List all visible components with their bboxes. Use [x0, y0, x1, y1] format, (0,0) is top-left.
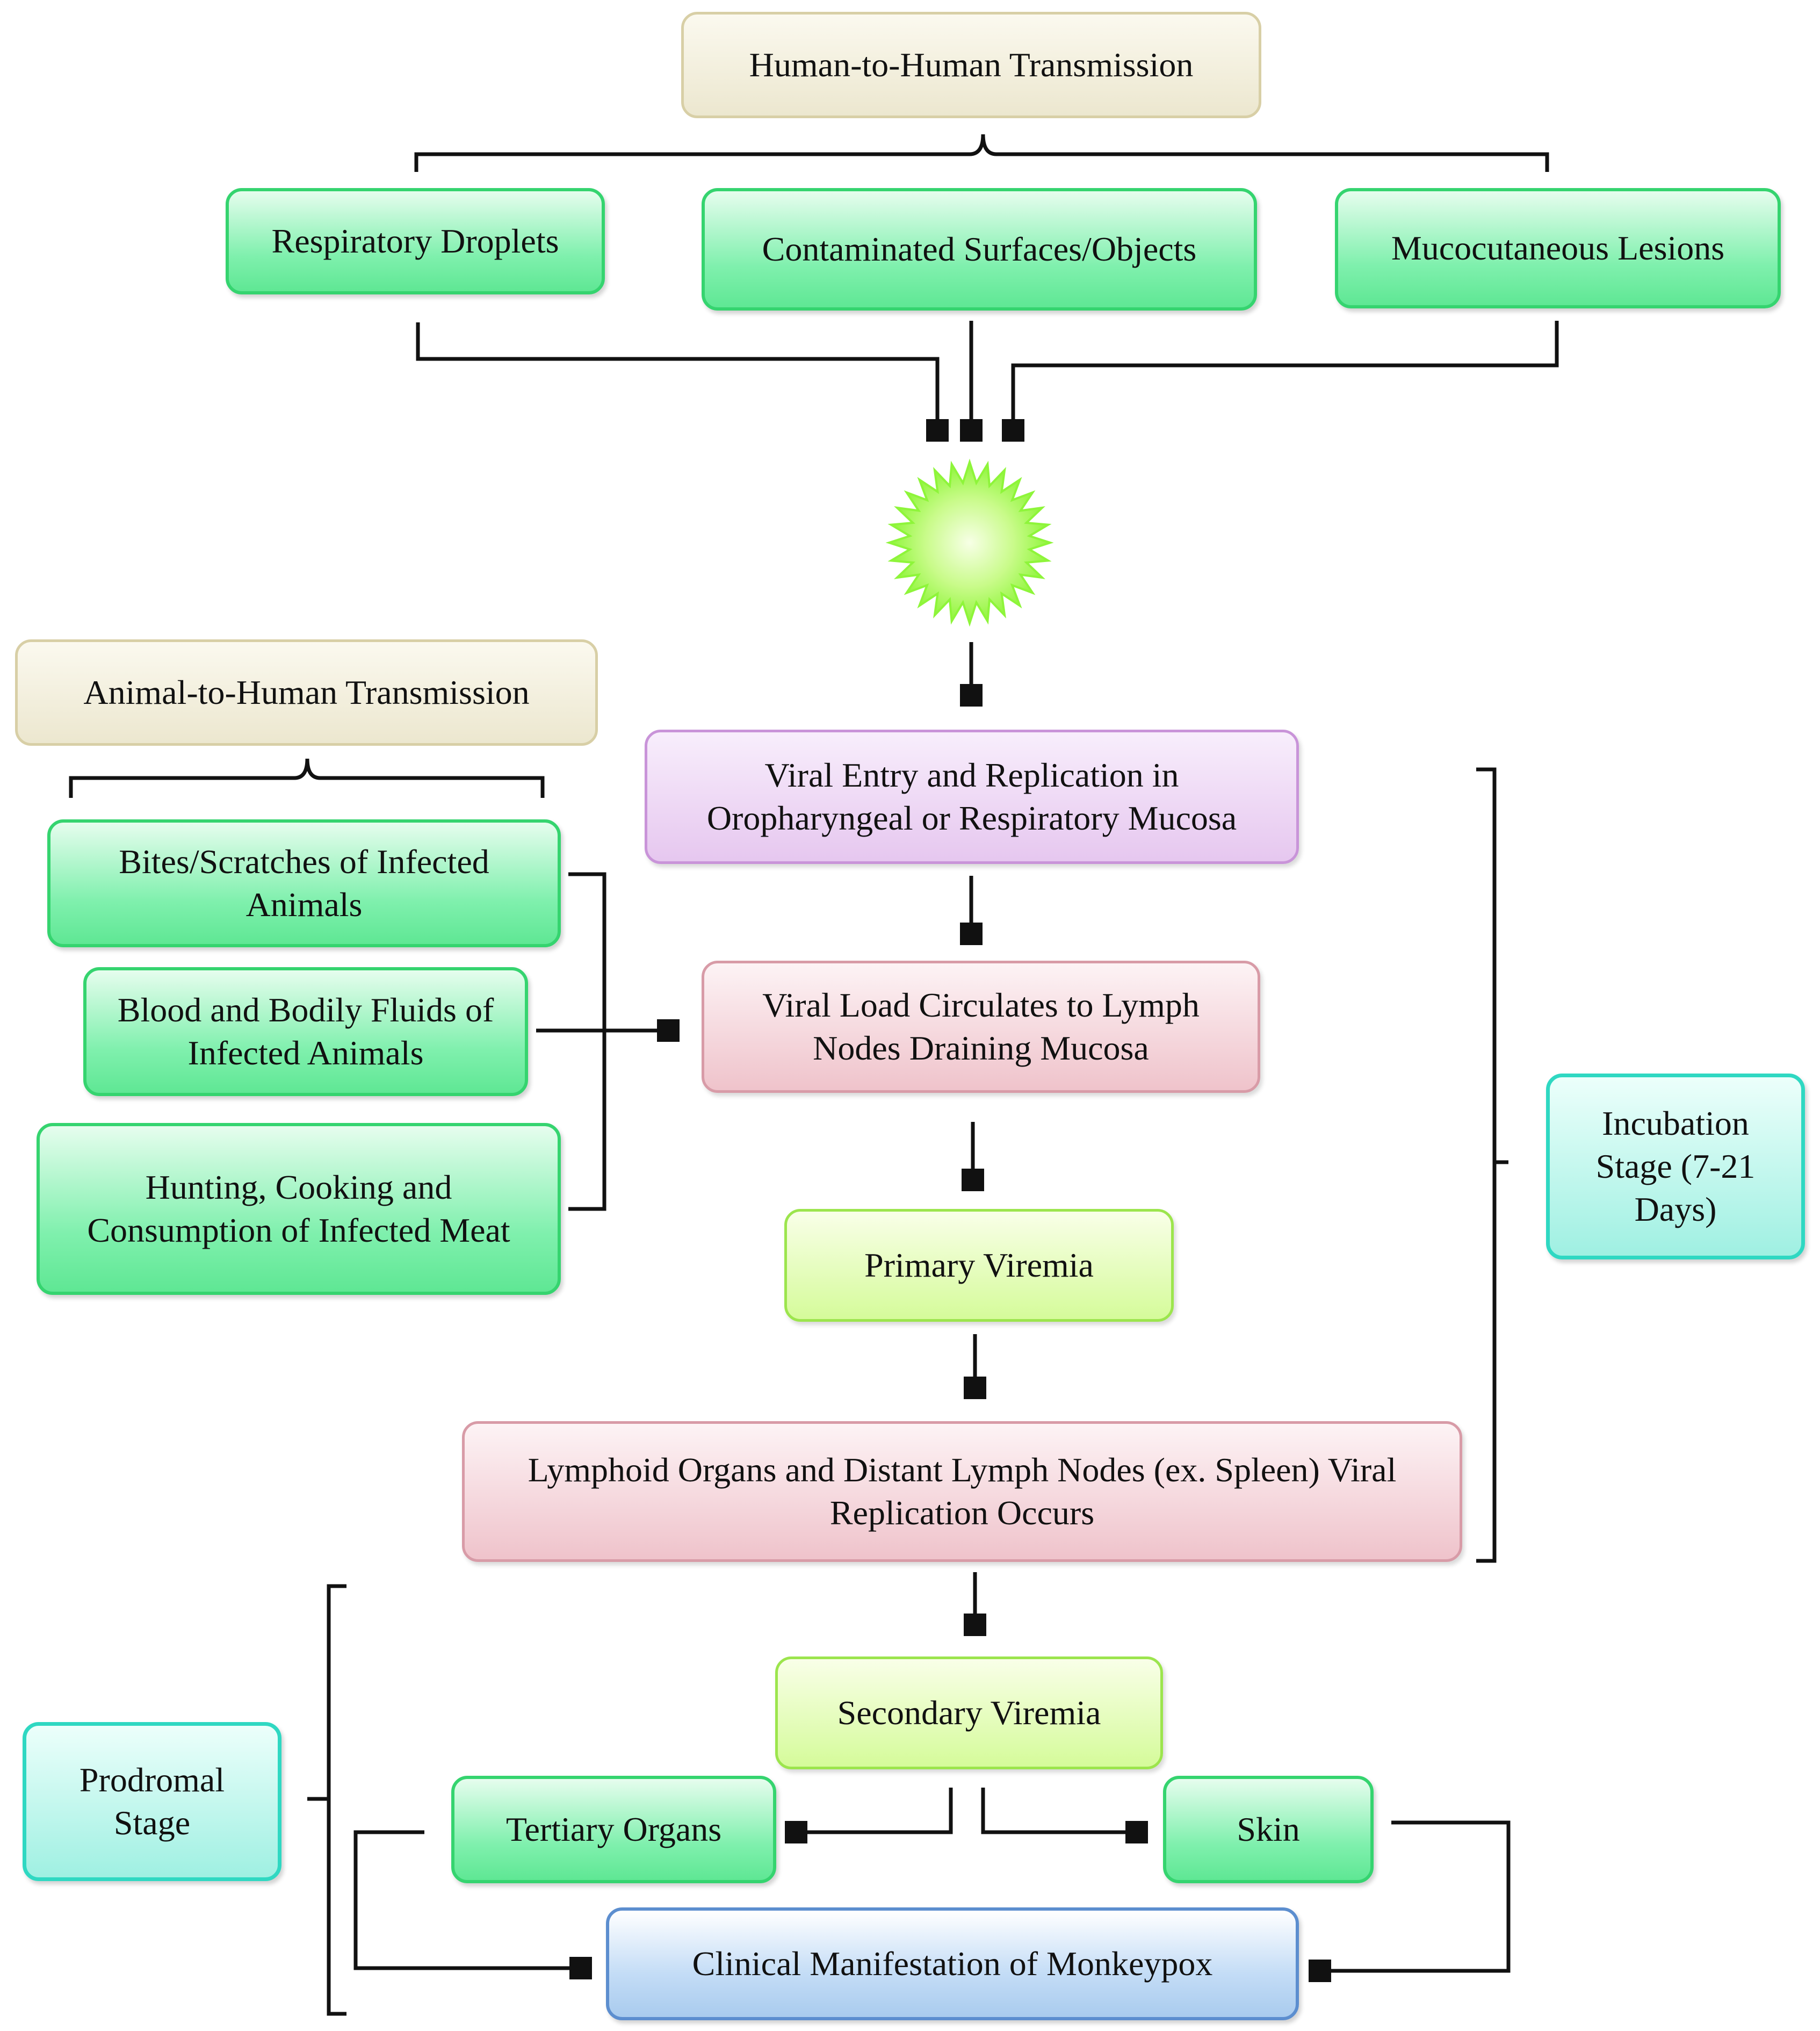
mucocutaneous-lesions-box: Mucocutaneous Lesions [1335, 188, 1781, 308]
skin-to-clinical-arrow [1312, 1820, 1511, 1971]
secondary-to-skin-arrow [981, 1788, 1144, 1832]
respiratory-droplets-box: Respiratory Droplets [226, 188, 605, 294]
tertiary-organs-box: Tertiary Organs [451, 1776, 776, 1883]
incubation-stage-box: Incubation Stage (7-21 Days) [1546, 1074, 1805, 1259]
secondary-viremia-box: Secondary Viremia [775, 1657, 1163, 1769]
lymphoid-organs-box: Lymphoid Organs and Distant Lymph Nodes … [462, 1421, 1462, 1562]
skin-box: Skin [1163, 1776, 1374, 1883]
lesions-connector [1013, 321, 1559, 438]
animal-brace [69, 758, 545, 798]
incubation-bracket [1476, 767, 1508, 1563]
human-to-human-title: Human-to-Human Transmission [681, 12, 1261, 118]
human-brace [414, 134, 1549, 172]
prodromal-bracket [307, 1584, 346, 2016]
droplets-connector [416, 322, 937, 438]
virus-burst-icon [885, 458, 1054, 627]
lymph-nodes-box: Viral Load Circulates to Lymph Nodes Dra… [702, 961, 1260, 1093]
prodromal-stage-box: Prodromal Stage [23, 1722, 281, 1881]
secondary-to-tertiary-arrow [789, 1788, 953, 1832]
animal-routes-bracket [568, 872, 606, 1211]
bites-scratches-box: Bites/Scratches of Infected Animals [47, 819, 561, 947]
animal-to-human-title: Animal-to-Human Transmission [15, 639, 598, 746]
primary-viremia-box: Primary Viremia [784, 1209, 1174, 1322]
tertiary-to-clinical-arrow [353, 1830, 588, 1968]
blood-fluids-box: Blood and Bodily Fluids of Infected Anim… [83, 967, 528, 1096]
hunting-cooking-box: Hunting, Cooking and Consumption of Infe… [37, 1123, 561, 1295]
contaminated-surfaces-box: Contaminated Surfaces/Objects [702, 188, 1257, 311]
clinical-manifestation-box: Clinical Manifestation of Monkeypox [606, 1907, 1299, 2020]
viral-entry-box: Viral Entry and Replication in Oropharyn… [645, 730, 1299, 864]
